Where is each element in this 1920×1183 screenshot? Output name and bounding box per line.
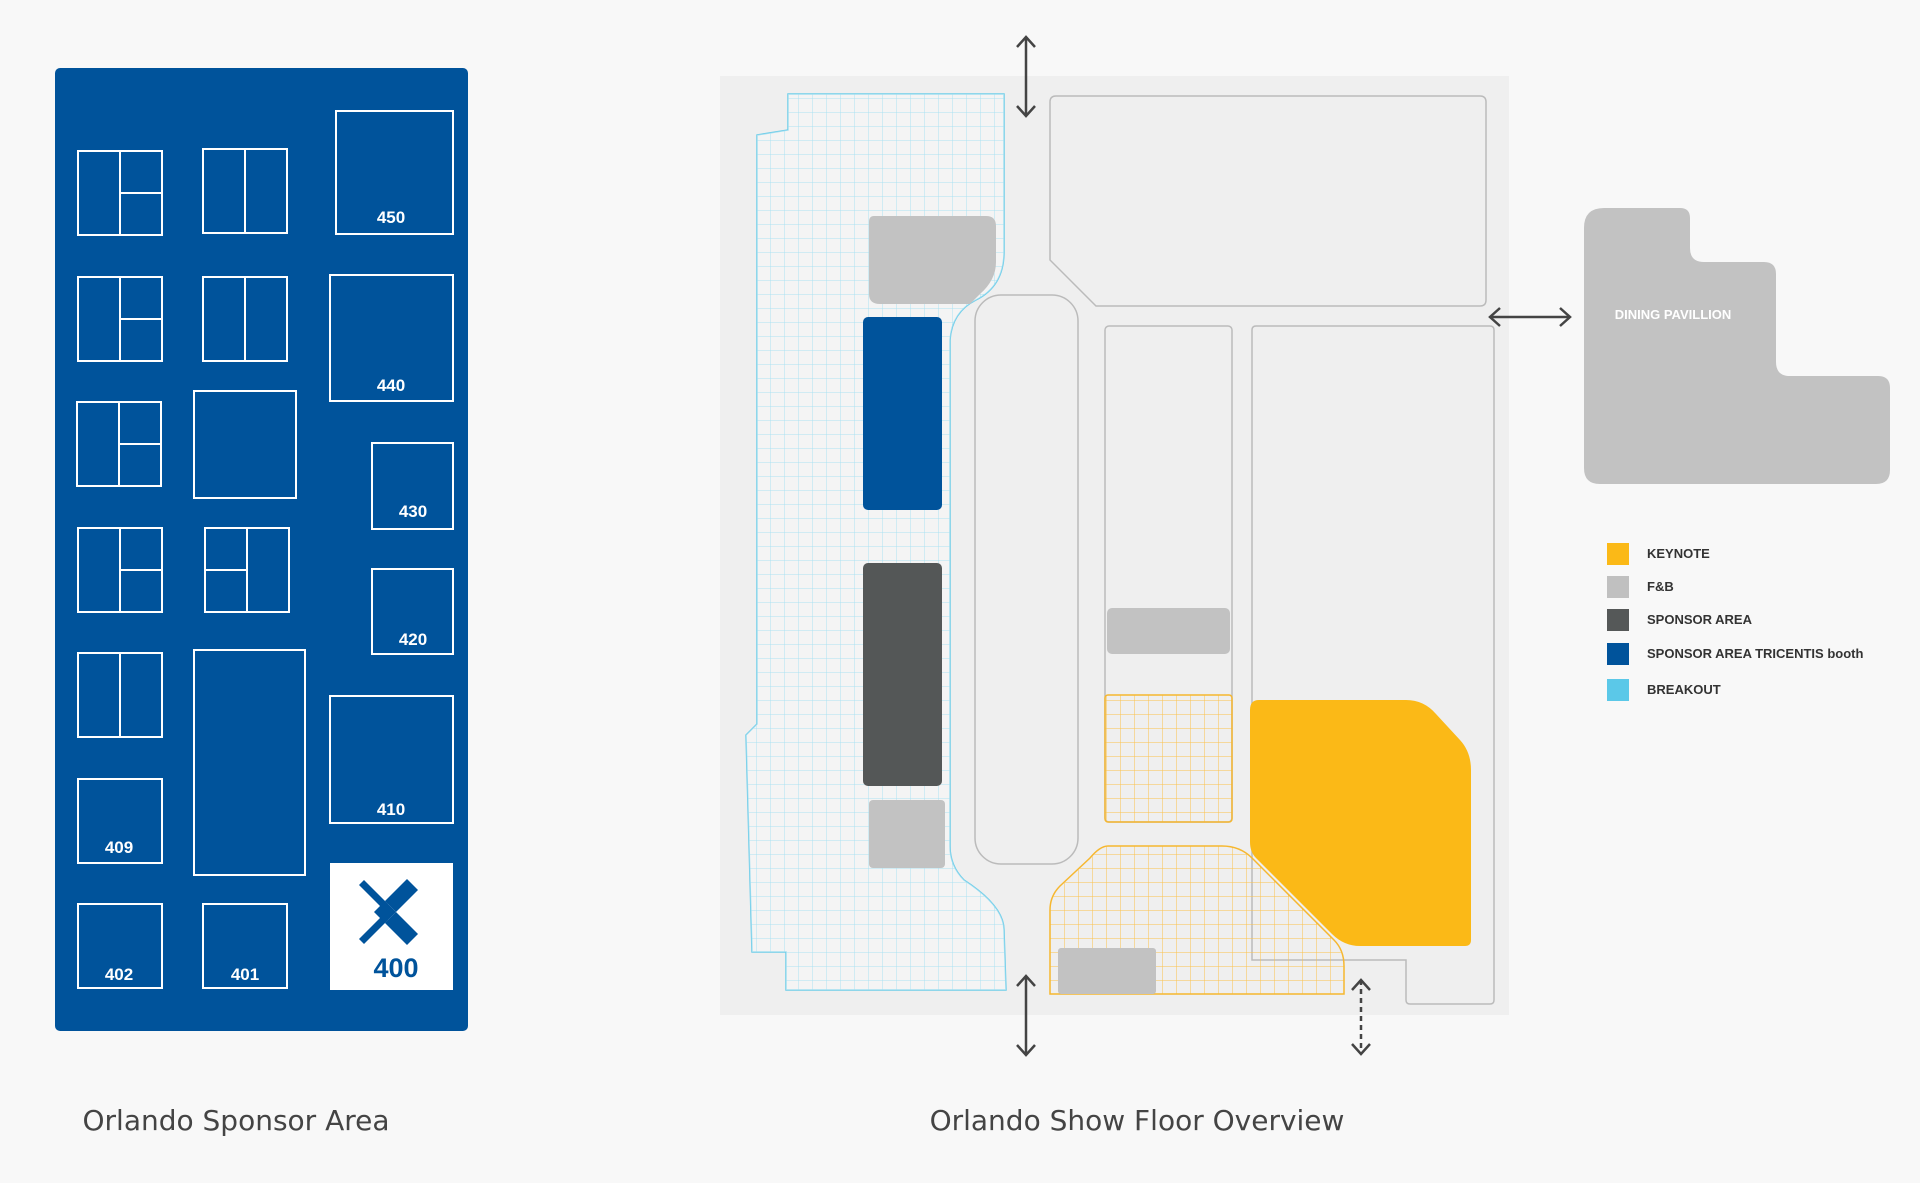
keynote-zone[interactable] xyxy=(1250,700,1471,946)
booth-split-2[interactable] xyxy=(77,276,163,362)
legend-item-sponsor-area: SPONSOR AREA xyxy=(1607,609,1753,631)
legend-label-fnb: F&B xyxy=(1647,579,1674,594)
legend-item-breakout: BREAKOUT xyxy=(1607,679,1721,701)
booth-410[interactable] xyxy=(329,695,454,824)
booth-split-8[interactable] xyxy=(204,527,290,613)
booth-401[interactable] xyxy=(202,903,288,989)
sponsor-area-background xyxy=(55,68,468,1031)
dashed-double-arrow-bottom xyxy=(1351,978,1371,1056)
booth-split-7[interactable] xyxy=(202,276,288,362)
booth-450-label: 450 xyxy=(377,208,405,227)
booth-430[interactable] xyxy=(371,442,454,530)
booth-split-5[interactable] xyxy=(77,652,163,738)
fnb-block-4[interactable] xyxy=(1058,948,1156,994)
center-island[interactable] xyxy=(974,294,1079,865)
legend-item-fnb: F&B xyxy=(1607,576,1674,598)
tricentis-sponsor-block[interactable] xyxy=(863,317,942,510)
booth-tall[interactable] xyxy=(193,649,306,876)
booth-split-4[interactable] xyxy=(77,527,163,613)
booth-409-label: 409 xyxy=(105,838,133,857)
legend-swatch-tricentis-booth xyxy=(1607,643,1629,665)
dining-pavillion-label: DINING PAVILLION xyxy=(1615,307,1732,322)
legend: KEYNOTE F&B SPONSOR AREA SPONSOR AREA TR… xyxy=(1607,543,1863,701)
booth-450[interactable] xyxy=(335,110,454,235)
booth-420[interactable] xyxy=(371,568,454,655)
double-arrow-right xyxy=(1488,307,1572,327)
booth-large-square[interactable] xyxy=(193,390,297,499)
legend-label-tricentis-booth: SPONSOR AREA TRICENTIS booth xyxy=(1647,646,1863,661)
booth-409[interactable] xyxy=(77,778,163,864)
double-arrow-bottom xyxy=(1016,974,1036,1057)
show-floor-map: DINING PAVILLION xyxy=(720,35,1890,1057)
booth-split-6[interactable] xyxy=(202,148,288,234)
legend-label-keynote: KEYNOTE xyxy=(1647,546,1710,561)
booth-410-label: 410 xyxy=(377,800,405,819)
show-floor-caption: Orlando Show Floor Overview xyxy=(930,1104,1345,1137)
booth-400[interactable]: 400 xyxy=(330,863,453,990)
double-arrow-top xyxy=(1016,35,1036,118)
top-hall[interactable] xyxy=(1049,95,1487,307)
booth-440[interactable] xyxy=(329,274,454,402)
booth-split-1[interactable] xyxy=(77,150,163,236)
legend-swatch-breakout xyxy=(1607,679,1629,701)
sponsor-area-block[interactable] xyxy=(863,563,942,786)
fnb-block-3[interactable] xyxy=(1107,608,1230,654)
booth-420-label: 420 xyxy=(399,630,427,649)
fnb-block-1[interactable] xyxy=(869,216,996,304)
booth-split-3[interactable] xyxy=(76,401,162,487)
sponsor-area-map: 450 440 430 420 410 409 402 401 400 xyxy=(55,68,468,1031)
tricentis-x-icon xyxy=(359,879,418,945)
legend-item-keynote: KEYNOTE xyxy=(1607,543,1710,565)
legend-swatch-fnb xyxy=(1607,576,1629,598)
booth-401-label: 401 xyxy=(231,965,259,984)
booth-440-label: 440 xyxy=(377,376,405,395)
sponsor-area-caption: Orlando Sponsor Area xyxy=(82,1104,389,1137)
booth-402[interactable] xyxy=(77,903,163,989)
legend-label-breakout: BREAKOUT xyxy=(1647,682,1721,697)
keynote-overflow-zone[interactable] xyxy=(1104,694,1233,823)
fnb-block-2[interactable] xyxy=(869,800,945,868)
legend-item-tricentis-booth: SPONSOR AREA TRICENTIS booth xyxy=(1607,643,1863,665)
booth-402-label: 402 xyxy=(105,965,133,984)
legend-swatch-keynote xyxy=(1607,543,1629,565)
booth-400-label: 400 xyxy=(373,953,418,983)
legend-swatch-sponsor-area xyxy=(1607,609,1629,631)
legend-label-sponsor-area: SPONSOR AREA xyxy=(1647,612,1753,627)
dining-pavillion[interactable] xyxy=(1584,208,1890,484)
right-room[interactable] xyxy=(1251,325,1495,1005)
booth-430-label: 430 xyxy=(399,502,427,521)
